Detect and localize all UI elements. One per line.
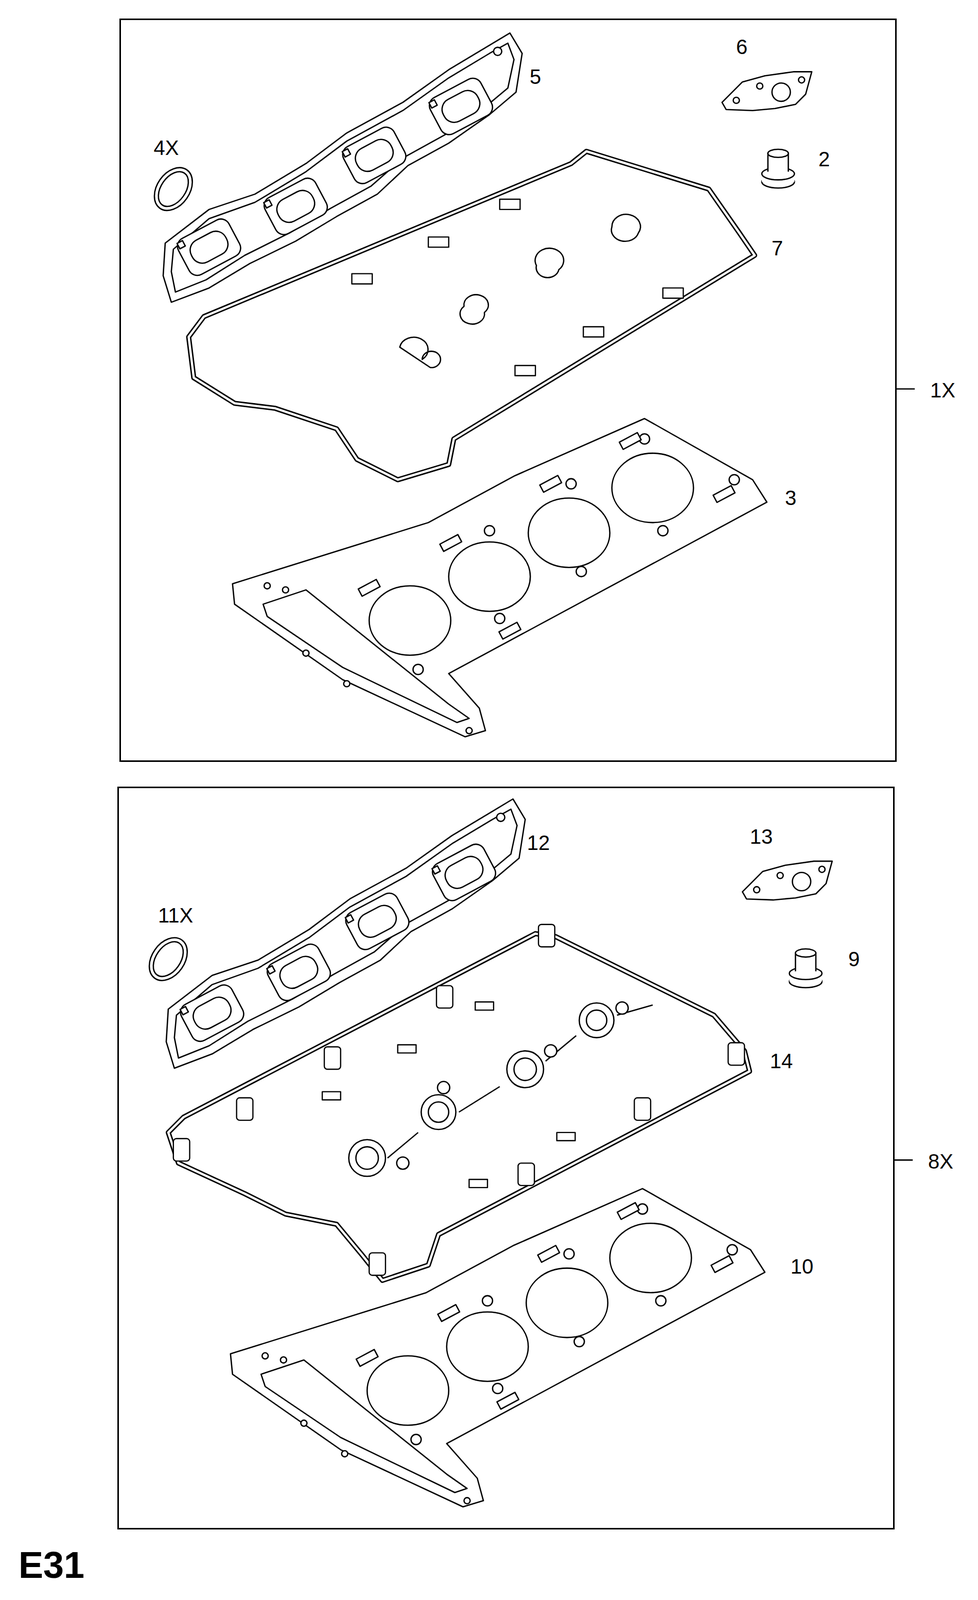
quantity-label: 8X <box>928 1150 954 1172</box>
callout-number: 13 <box>748 826 775 847</box>
callout-number: 7 <box>770 237 784 259</box>
figure-code: E31 <box>17 1546 86 1584</box>
callout-number: 2 <box>817 148 831 170</box>
callout-number: 14 <box>769 1050 795 1072</box>
kit-frame: 1X <box>119 18 897 762</box>
quantity-label: 1X <box>930 379 956 401</box>
kit-frame: 8X <box>117 786 895 1530</box>
callout-number: 10 <box>789 1255 815 1277</box>
callout-number: 9 <box>847 948 861 970</box>
callout-number: 12 <box>526 832 552 853</box>
callout-number: 4X <box>152 137 181 159</box>
callout-number: 6 <box>735 36 749 58</box>
callout-number: 5 <box>528 66 543 87</box>
callout-number: 11X <box>156 904 195 926</box>
callout-number: 3 <box>783 487 798 509</box>
